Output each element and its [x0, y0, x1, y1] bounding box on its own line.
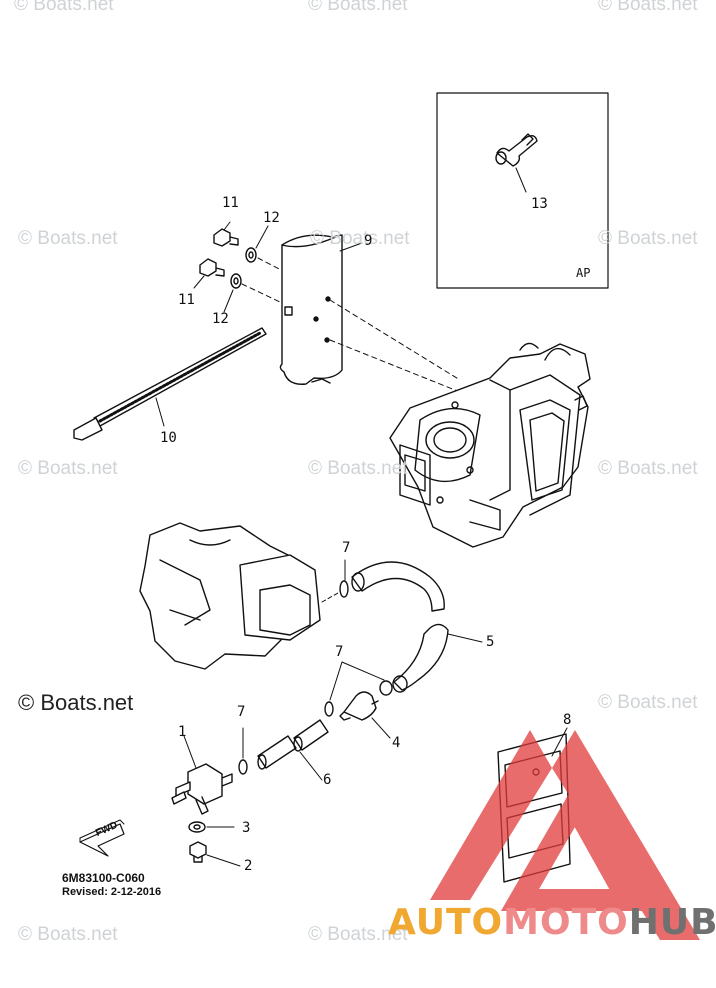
watermark-text: © Boats.net [18, 228, 118, 249]
part-4-fitting [339, 691, 391, 739]
callout-7-upper: 7 [342, 540, 351, 556]
part-11-bolt-upper [213, 221, 239, 247]
part-1-fuel-joint [171, 735, 233, 815]
part-12-washer-lower [230, 273, 242, 289]
automotohub-brand: AUTOMOTOHUB [388, 902, 716, 943]
watermark-text: © Boats.net [598, 692, 698, 713]
callout-6: 6 [323, 772, 332, 788]
watermark-text: © Boats.net [598, 228, 698, 249]
watermark-text: © Boats.net [18, 924, 118, 945]
fwd-arrow-icon [79, 819, 125, 857]
watermark-text: © Boats.net [598, 458, 698, 479]
powerhead-block [389, 342, 591, 548]
watermark-text: © Boats.net [14, 0, 114, 15]
callout-10: 10 [160, 430, 177, 446]
callout-9: 9 [364, 233, 373, 249]
crankcase-outline [139, 522, 321, 670]
callout-5: 5 [486, 634, 495, 650]
inset-frame [436, 92, 609, 289]
part-5-hose [351, 561, 483, 693]
part-13-fitting [495, 133, 538, 193]
watermark-text: © Boats.net [310, 228, 410, 249]
brand-part-auto: AUTO [388, 902, 504, 943]
brand-part-hub: HUB [628, 902, 716, 943]
part-9-cover [279, 234, 363, 385]
watermark-text: © Boats.net [18, 458, 118, 479]
callout-7-lower: 7 [237, 704, 246, 720]
part-10-cable-tie [73, 327, 267, 441]
revised-date: Revised: 2-12-2016 [62, 886, 162, 898]
part-7-clip-lower [238, 727, 248, 775]
callout-3: 3 [242, 820, 251, 836]
callout-4: 4 [392, 735, 401, 751]
diagram-code: 6M83100-C060 [62, 871, 145, 885]
watermark-text: © Boats.net [598, 0, 698, 15]
part-11-bolt-lower [193, 258, 225, 289]
watermark-text: © Boats.net [308, 0, 408, 15]
watermark-large: © Boats.net [18, 690, 134, 715]
callout-11-lower: 11 [178, 292, 195, 308]
watermark-text: © Boats.net [308, 458, 408, 479]
callout-7-middle: 7 [335, 644, 344, 660]
callout-13: 13 [531, 196, 548, 212]
part-7-clip-middle [324, 661, 393, 717]
part-3-washer [188, 821, 235, 833]
watermark-text: © Boats.net [308, 924, 408, 945]
callout-1: 1 [178, 724, 187, 740]
part-2-screw [189, 841, 241, 867]
brand-part-moto: MOTO [503, 902, 629, 943]
part-6-hose [257, 719, 329, 781]
part-12-washer-upper [245, 247, 257, 263]
callout-12-lower: 12 [212, 311, 229, 327]
part-7-clip-upper [321, 559, 349, 603]
inset-label: AP [576, 266, 591, 280]
callout-11-upper: 11 [222, 195, 239, 211]
callout-2: 2 [244, 858, 253, 874]
automotohub-logo-icon [430, 730, 700, 940]
callout-8: 8 [563, 712, 572, 728]
callout-12-upper: 12 [263, 210, 280, 226]
